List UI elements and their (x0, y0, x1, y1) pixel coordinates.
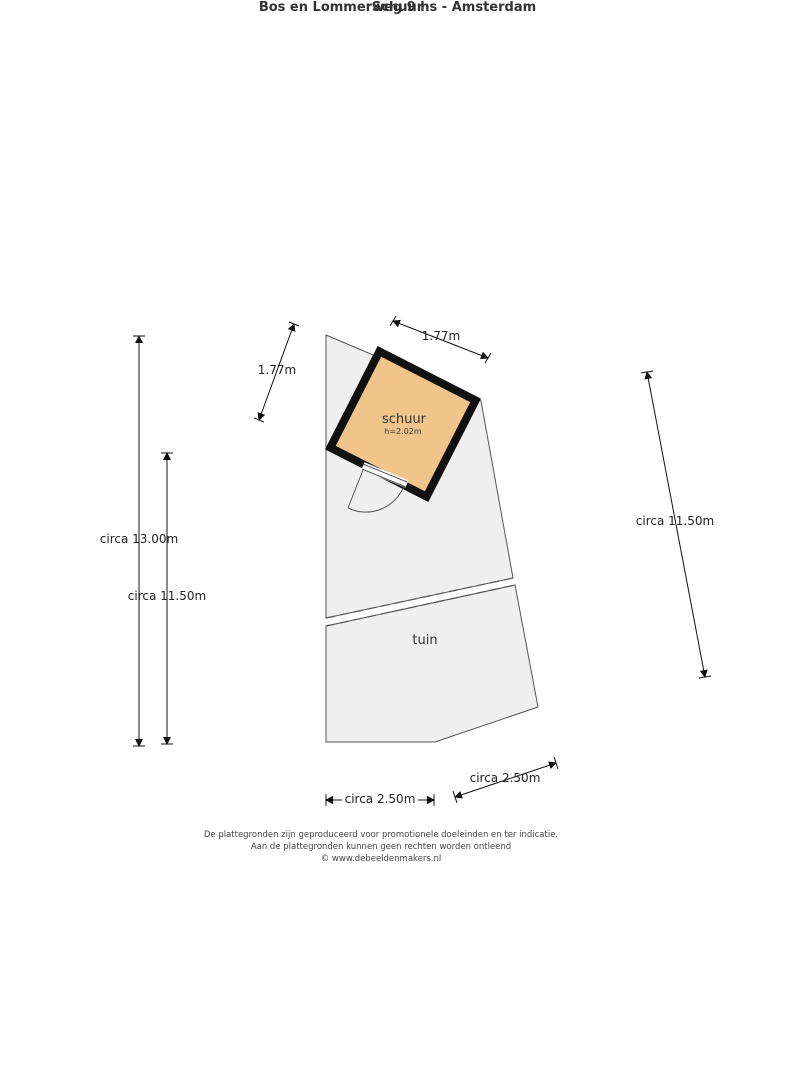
dim-line-schuur-top (392, 319, 489, 360)
dim-total-left: circa 13.00m (100, 532, 178, 546)
plan-subtitle: Schuur (371, 0, 424, 15)
garden-divider-dashed-2 (325, 584, 516, 627)
plan-title: Bos en Lommerweg 9 hs - Amsterdam (258, 0, 537, 15)
dim-schuur-top: 1.77m (422, 329, 460, 343)
schuur-height: h=2.02m (384, 427, 422, 436)
disclaimer-line-2: Aan de plattegronden kunnen geen rechten… (250, 842, 512, 852)
tuin-label: tuin (412, 633, 437, 648)
dim-garden-left: circa 11.50m (128, 589, 206, 603)
dim-garden-right: circa 11.50m (636, 514, 714, 528)
disclaimer-line-3: © www.debeeldenmakers.nl (320, 854, 442, 864)
garden-divider-dashed (325, 577, 514, 619)
dim-bottom-right: circa 2.50m (470, 771, 541, 785)
disclaimer-line-1: De plattegronden zijn geproduceerd voor … (203, 830, 559, 840)
dim-line-bottom-right (454, 761, 557, 799)
dim-bottom-left: circa 2.50m (345, 792, 416, 806)
dim-line-garden-right (644, 371, 708, 678)
schuur-label: schuur (382, 412, 427, 427)
dim-line-schuur-left (257, 323, 296, 421)
schuur-door (347, 462, 409, 513)
dim-schuur-left: 1.77m (258, 363, 296, 377)
